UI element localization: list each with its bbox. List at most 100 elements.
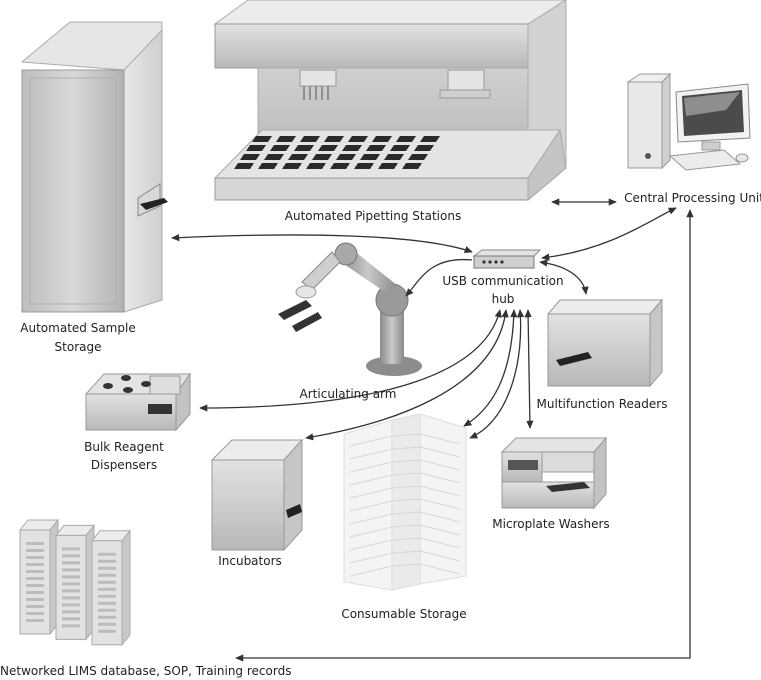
server-slot	[62, 582, 80, 586]
plate-well	[348, 136, 368, 142]
washers-label: Microplate Washers	[492, 517, 610, 531]
server-slot	[62, 596, 80, 600]
server-slot	[98, 559, 116, 563]
server-slot	[62, 624, 80, 628]
server-slot	[62, 575, 80, 579]
server-slot	[62, 603, 80, 607]
desktop-computer-icon	[626, 72, 751, 171]
plate-well	[282, 163, 302, 169]
server-slot	[26, 598, 44, 601]
plate-well	[402, 163, 422, 169]
server-side	[121, 529, 131, 647]
plate-well	[258, 163, 278, 169]
reagent-dispenser-icon	[84, 372, 191, 432]
arm-label: Articulating arm	[299, 387, 397, 401]
plate-well	[414, 145, 434, 151]
plate-well	[372, 136, 392, 142]
server-slot	[98, 629, 116, 633]
server-slot	[26, 549, 44, 552]
server-slot	[98, 594, 116, 598]
server-slot	[98, 615, 116, 619]
server-slot	[26, 570, 44, 573]
reagent-label-line2: Dispensers	[90, 458, 158, 472]
incubators-label: Incubators	[218, 554, 282, 568]
plate-well	[324, 136, 344, 142]
plate-well	[378, 163, 398, 169]
server-slot	[62, 561, 80, 565]
consumable-rack-icon	[343, 413, 467, 591]
plate-well	[294, 145, 314, 151]
plate-well	[360, 154, 380, 160]
storage-label-line2: Storage	[54, 340, 102, 354]
server-slot	[62, 589, 80, 593]
server-slot	[26, 577, 44, 580]
plate-well	[312, 154, 332, 160]
plate-well	[306, 163, 326, 169]
plate-well	[390, 145, 410, 151]
plate-well	[384, 154, 404, 160]
sample-storage-tower-icon	[20, 21, 168, 313]
server-front	[55, 534, 87, 640]
pipetting-plate-grid	[234, 136, 440, 169]
plate-well	[420, 136, 440, 142]
server-slot	[98, 608, 116, 612]
server-slot	[98, 601, 116, 605]
server-slot	[26, 619, 44, 622]
plate-well	[288, 154, 308, 160]
plate-well	[396, 136, 416, 142]
robotic-arm-icon	[278, 242, 422, 376]
pipetting-station-icon	[213, 0, 567, 202]
server-slot	[26, 605, 44, 608]
plate-well	[342, 145, 362, 151]
storage-label-line1: Automated Sample	[20, 321, 136, 335]
server-slot	[98, 622, 116, 626]
consumable-label: Consumable Storage	[341, 607, 467, 621]
lims-label: Networked LIMS database, SOP, Training r…	[0, 664, 292, 678]
server-slot	[26, 542, 44, 545]
plate-well	[366, 145, 386, 151]
plate-well	[234, 163, 254, 169]
hub-label-line1: USB communication	[442, 274, 564, 288]
connector-lines	[171, 198, 694, 662]
server-slot	[62, 568, 80, 572]
plate-well	[408, 154, 428, 160]
server-slot	[62, 554, 80, 558]
server-slot	[98, 587, 116, 591]
server-slot	[26, 563, 44, 566]
reagent-label-line1: Bulk Reagent	[84, 440, 164, 454]
reader-box-icon	[546, 298, 664, 388]
microplate-washer-icon	[500, 436, 608, 510]
plate-well	[252, 136, 272, 142]
server-racks-icon	[18, 518, 132, 647]
plate-well	[318, 145, 338, 151]
server-slot	[98, 580, 116, 584]
plate-well	[276, 136, 296, 142]
server-front	[19, 529, 51, 635]
server-slot	[26, 556, 44, 559]
plate-well	[330, 163, 350, 169]
server-slot	[26, 584, 44, 587]
server-slot	[98, 552, 116, 556]
plate-well	[240, 154, 260, 160]
pipetting-label: Automated Pipetting Stations	[284, 209, 462, 223]
server-slot	[26, 591, 44, 594]
cpu-label: Central Processing Unit	[624, 191, 761, 205]
usb-hub-icon	[472, 249, 542, 269]
plate-well	[354, 163, 374, 169]
server-slot	[62, 610, 80, 614]
server-front	[91, 540, 123, 646]
plate-well	[270, 145, 290, 151]
plate-well	[336, 154, 356, 160]
server-slot	[62, 617, 80, 621]
incubator-box-icon	[210, 438, 304, 552]
server-slot	[98, 573, 116, 577]
hub-label-line2: hub	[491, 292, 515, 306]
readers-label: Multifunction Readers	[536, 397, 668, 411]
server-slot	[26, 612, 44, 615]
server-slot	[98, 566, 116, 570]
plate-well	[300, 136, 320, 142]
plate-well	[264, 154, 284, 160]
server-slot	[62, 547, 80, 551]
